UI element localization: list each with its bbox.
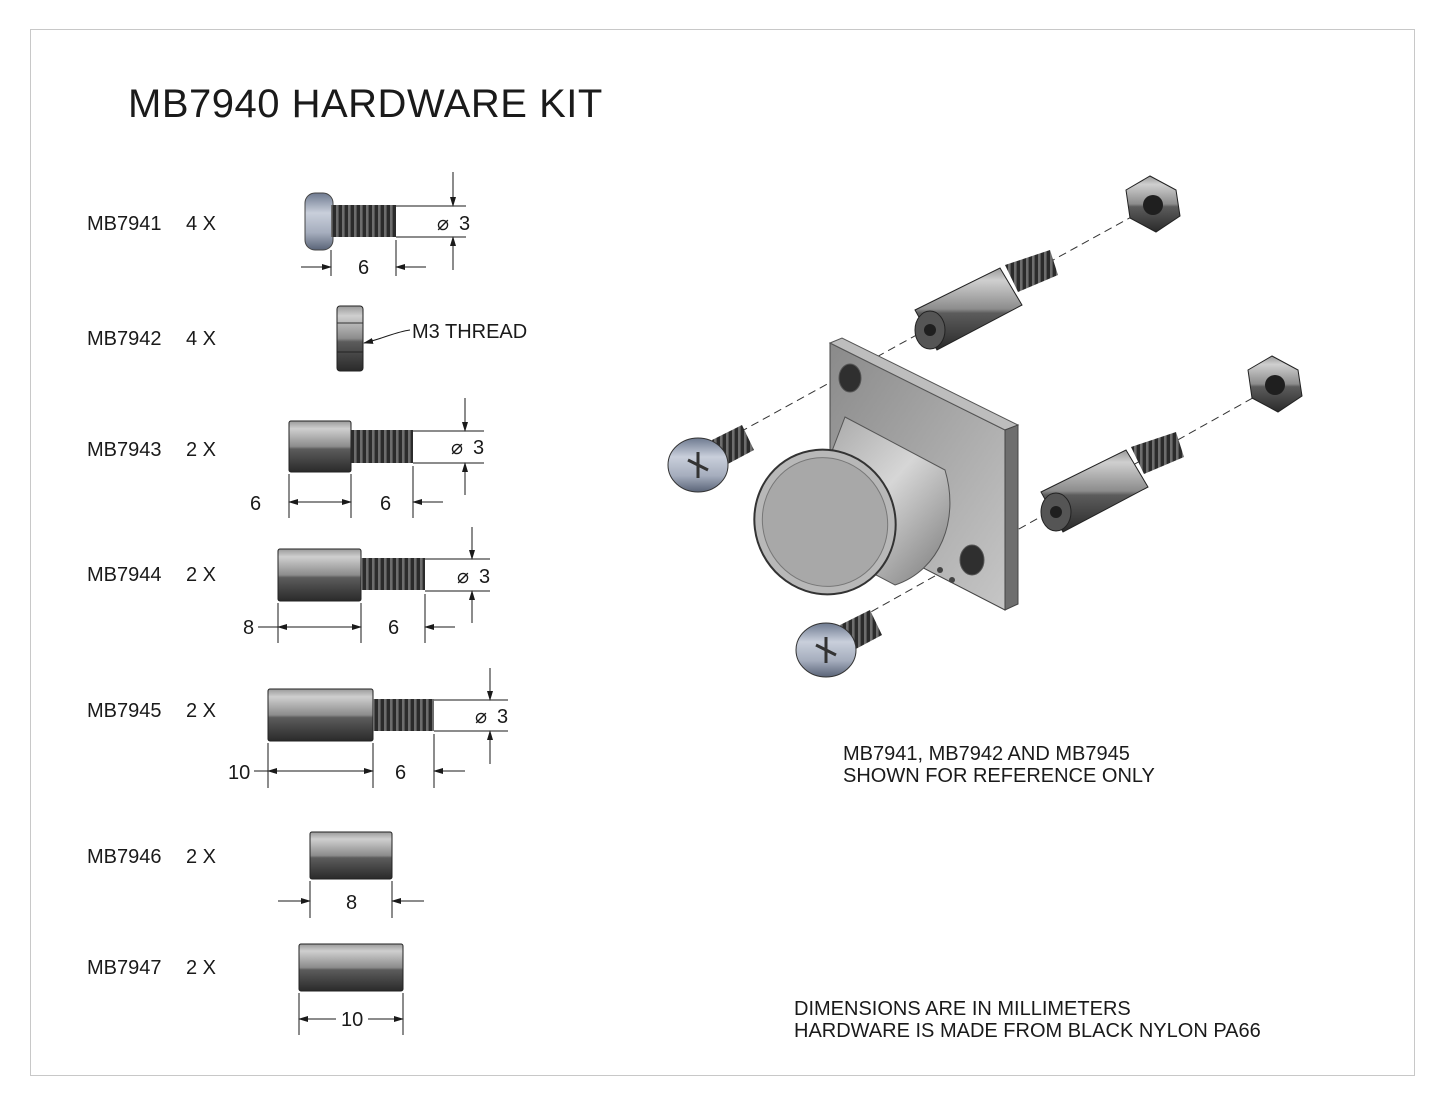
reference-note-line2: SHOWN FOR REFERENCE ONLY xyxy=(843,765,1155,787)
diameter-symbol: ⌀ xyxy=(457,566,469,588)
spacer-mb7947 xyxy=(298,943,404,992)
dimension-length: 10 xyxy=(228,762,250,784)
diameter-symbol: ⌀ xyxy=(475,706,487,728)
reference-note-line1: MB7941, MB7942 AND MB7945 xyxy=(843,743,1130,765)
dimension-length: 6 xyxy=(250,493,261,515)
diameter-symbol: ⌀ xyxy=(437,213,449,235)
part-quantity: 2 X xyxy=(186,439,217,461)
dimension-diameter: 3 xyxy=(497,706,508,728)
standoff-rear-upper xyxy=(914,250,1058,351)
transducer-body xyxy=(753,416,951,596)
part-quantity: 4 X xyxy=(186,328,217,350)
part-quantity: 4 X xyxy=(186,213,217,235)
part-number: MB7943 xyxy=(87,439,162,461)
thread-callout: M3 THREAD xyxy=(412,321,527,343)
dimension-length: 8 xyxy=(346,892,357,914)
dimension-diameter: 3 xyxy=(459,213,470,235)
dimension-diameter: 3 xyxy=(473,437,484,459)
screw-front-lower xyxy=(795,610,882,678)
drawing-title: MB7940 HARDWARE KIT xyxy=(128,82,603,126)
dimension-length: 6 xyxy=(395,762,406,784)
diameter-symbol: ⌀ xyxy=(451,437,463,459)
dimension-length: 8 xyxy=(243,617,254,639)
dimension-diameter: 3 xyxy=(479,566,490,588)
part-number: MB7947 xyxy=(87,957,162,979)
footer-note-line1: DIMENSIONS ARE IN MILLIMETERS xyxy=(794,998,1131,1020)
dimension-length: 6 xyxy=(380,493,391,515)
part-number: MB7946 xyxy=(87,846,162,868)
screw-mb7941 xyxy=(304,192,396,251)
part-quantity: 2 X xyxy=(186,564,217,586)
part-quantity: 2 X xyxy=(186,700,217,722)
part-quantity: 2 X xyxy=(186,846,217,868)
part-number: MB7942 xyxy=(87,328,162,350)
drawing-border xyxy=(30,29,1415,1076)
footer-note-line2: HARDWARE IS MADE FROM BLACK NYLON PA66 xyxy=(794,1020,1261,1042)
exploded-assembly xyxy=(667,175,1303,678)
part-quantity: 2 X xyxy=(186,957,217,979)
standoff-mb7944 xyxy=(277,548,425,602)
spacer-mb7946 xyxy=(309,831,393,880)
standoff-mb7945 xyxy=(267,688,434,742)
nut-mb7942 xyxy=(336,305,364,372)
screw-front-upper xyxy=(667,425,754,493)
dimension-length: 10 xyxy=(341,1009,363,1031)
standoff-rear-lower xyxy=(1040,432,1184,533)
nut-rear-upper xyxy=(1125,175,1181,233)
standoff-mb7943 xyxy=(288,420,413,473)
dimension-length: 6 xyxy=(358,257,369,279)
part-number: MB7944 xyxy=(87,564,162,586)
part-number: MB7941 xyxy=(87,213,162,235)
part-number: MB7945 xyxy=(87,700,162,722)
nut-rear-lower xyxy=(1247,355,1303,413)
dimension-length: 6 xyxy=(388,617,399,639)
